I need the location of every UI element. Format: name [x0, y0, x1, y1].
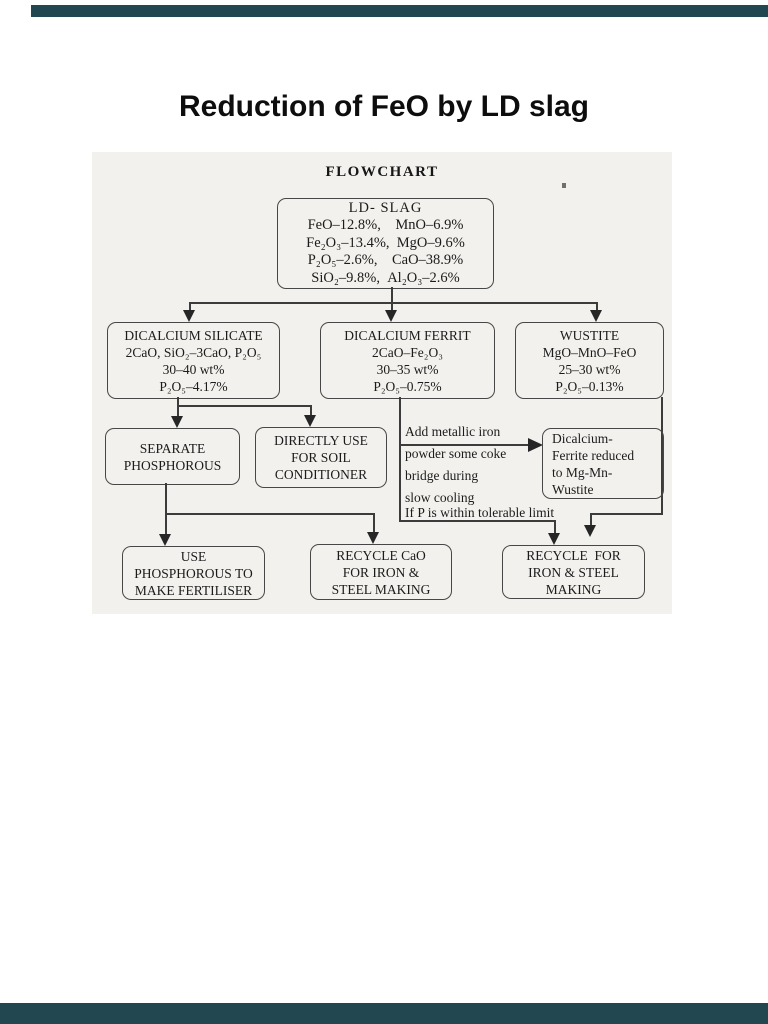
- node-line: RECYCLE FOR: [526, 547, 621, 563]
- node-line: P₂O₅–0.13%: [555, 378, 624, 394]
- node-line: P₂O₅–4.17%: [159, 378, 228, 394]
- node-line: STEEL MAKING: [331, 581, 431, 597]
- arrowhead-down-icon: [367, 532, 379, 544]
- arrowhead-down-icon: [590, 310, 602, 322]
- node-line: SiO₂–9.8%, Al₂O₃–2.6%: [311, 269, 460, 286]
- connector-drop-use: [165, 513, 167, 535]
- connector-bottom-bus: [165, 513, 375, 515]
- top-chrome-bar: [31, 5, 768, 17]
- page-title: Reduction of FeO by LD slag: [178, 90, 590, 123]
- node-line: 2CaO, SiO₂–3CaO, P₂O₅: [125, 344, 262, 360]
- node-line: 30–35 wt%: [376, 361, 439, 377]
- scan-speck: [562, 183, 566, 188]
- annotation-line: powder some coke: [405, 446, 507, 461]
- connector-silicate-bus: [177, 405, 312, 407]
- arrowhead-down-icon: [385, 310, 397, 322]
- node-soil-conditioner: DIRECTLY USE FOR SOIL CONDITIONER: [255, 427, 387, 488]
- node-line: 30–40 wt%: [162, 361, 225, 377]
- node-line: Fe₂O₃–13.4%, MgO–9.6%: [306, 234, 465, 251]
- connector-level2-bus: [189, 302, 598, 304]
- node-line: to Mg-Mn-: [552, 464, 613, 480]
- connector-ldslag-stem: [391, 287, 393, 303]
- annotation-line: Add metallic iron: [405, 424, 501, 439]
- node-title: DICALCIUM SILICATE: [124, 327, 263, 343]
- node-line: CONDITIONER: [274, 467, 368, 482]
- connector-wustite-elbow: [590, 513, 663, 515]
- arrowhead-down-icon: [548, 533, 560, 545]
- arrowhead-down-icon: [304, 415, 316, 427]
- node-line: PHOSPHOROUS TO: [134, 565, 253, 581]
- node-line: MAKE FERTILISER: [134, 582, 253, 598]
- node-line: FOR IRON &: [342, 564, 420, 580]
- node-dicalcium-reduced: Dicalcium- Ferrite reduced to Mg-Mn- Wus…: [542, 428, 664, 499]
- node-ld-slag: LD- SLAG FeO–12.8%, MnO–6.9% Fe₂O₃–13.4%…: [277, 198, 494, 289]
- annotation-if-p: If P is within tolerable limit: [405, 505, 555, 520]
- connector-drop-separate: [177, 405, 179, 417]
- connector-drop-recyclefor-right: [590, 513, 592, 527]
- connector-drop-recyclefor-left: [554, 520, 556, 534]
- connector-drop-recyclecao: [373, 513, 375, 533]
- annotation-line: slow cooling: [405, 490, 475, 505]
- node-use-phosphorous: USE PHOSPHOROUS TO MAKE FERTILISER: [122, 546, 265, 600]
- node-line: Wustite: [552, 481, 594, 497]
- arrowhead-down-icon: [171, 416, 183, 428]
- connector-silicate-stem: [177, 397, 179, 406]
- node-line: Ferrite reduced: [552, 447, 635, 463]
- node-line: USE: [180, 548, 207, 564]
- connector-addiron-shaft: [400, 444, 529, 446]
- arrowhead-down-icon: [183, 310, 195, 322]
- flowchart-scan: FLOWCHART LD- SLAG FeO–12.8%, MnO–6.9% F…: [92, 152, 672, 614]
- node-recycle-for: RECYCLE FOR IRON & STEEL MAKING: [502, 545, 645, 599]
- node-dicalcium-ferrit: DICALCIUM FERRIT 2CaO–Fe₂O₃ 30–35 wt% P₂…: [320, 322, 495, 399]
- node-line: IRON & STEEL: [528, 564, 619, 580]
- node-line: 25–30 wt%: [558, 361, 621, 377]
- connector-drop-soil: [310, 405, 312, 416]
- node-line: PHOSPHOROUS: [123, 457, 222, 473]
- connector-drop-ferrit: [391, 302, 393, 312]
- connector-wustite-descender: [661, 397, 663, 515]
- node-line: P₂O₅–2.6%, CaO–38.9%: [307, 252, 464, 269]
- connector-separate-descender: [165, 483, 167, 514]
- connector-drop-wustite: [596, 302, 598, 312]
- node-line: MgO–MnO–FeO: [542, 344, 637, 360]
- node-line: MAKING: [545, 581, 602, 597]
- connector-drop-silicate: [189, 302, 191, 312]
- node-line: FOR SOIL: [291, 450, 351, 465]
- node-wustite: WUSTITE MgO–MnO–FeO 25–30 wt% P₂O₅–0.13%: [515, 322, 664, 399]
- node-separate-phosphorous: SEPARATE PHOSPHOROUS: [105, 428, 240, 485]
- annotation-line: bridge during: [405, 468, 479, 483]
- connector-ifp-line: [399, 520, 556, 522]
- arrowhead-down-icon: [584, 525, 596, 537]
- annotation-add-iron: Add metallic iron powder some coke bridg…: [405, 421, 530, 509]
- node-line: 2CaO–Fe₂O₃: [372, 344, 443, 360]
- node-title: DICALCIUM FERRIT: [344, 327, 471, 343]
- node-title: WUSTITE: [559, 327, 620, 343]
- node-line: FeO–12.8%, MnO–6.9%: [307, 217, 464, 234]
- flowchart-heading: FLOWCHART: [325, 164, 439, 180]
- node-dicalcium-silicate: DICALCIUM SILICATE 2CaO, SiO₂–3CaO, P₂O₅…: [107, 322, 280, 399]
- node-title: LD- SLAG: [348, 199, 423, 216]
- connector-ferrit-descender: [399, 397, 401, 521]
- bottom-chrome-bar: [0, 1003, 768, 1024]
- node-line: SEPARATE: [139, 440, 206, 456]
- node-line: Dicalcium-: [552, 430, 613, 446]
- arrowhead-down-icon: [159, 534, 171, 546]
- node-line: P₂O₅–0.75%: [373, 378, 442, 394]
- node-line: DIRECTLY USE: [274, 433, 368, 448]
- node-recycle-cao: RECYCLE CaO FOR IRON & STEEL MAKING: [310, 544, 452, 600]
- arrowhead-right-icon: [528, 438, 543, 452]
- node-line: RECYCLE CaO: [336, 547, 426, 563]
